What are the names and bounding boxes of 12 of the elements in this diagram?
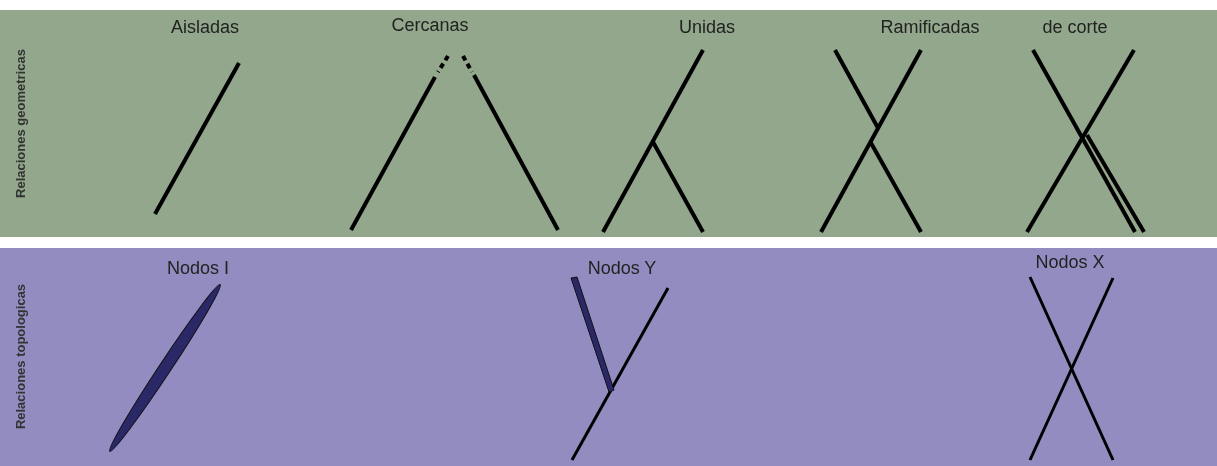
band-heading: Relaciones topologicas — [12, 282, 28, 432]
category-label: Cercanas — [391, 15, 469, 36]
band-heading: Relaciones geometricas — [12, 47, 28, 200]
category-label: Aisladas — [171, 17, 239, 38]
category-label: Nodos I — [167, 258, 229, 279]
category-label: de corte — [1042, 17, 1108, 38]
category-label: Nodos Y — [587, 258, 657, 279]
panel-band — [0, 248, 1217, 466]
panel-band — [0, 10, 1217, 237]
category-label: Nodos X — [1035, 252, 1105, 273]
category-label: Ramificadas — [880, 17, 980, 38]
category-label: Unidas — [679, 17, 735, 38]
